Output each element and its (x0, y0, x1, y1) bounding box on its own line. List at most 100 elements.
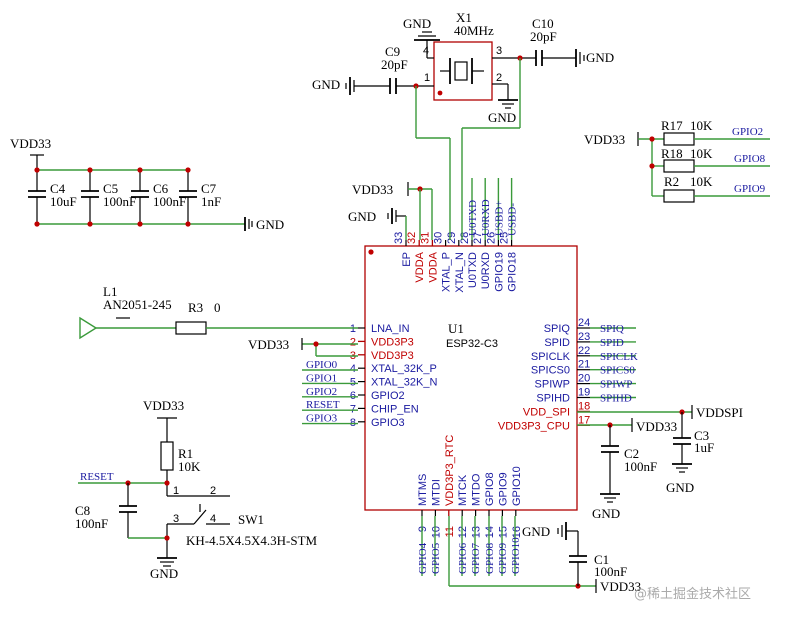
c2-ref: C2 (624, 446, 639, 461)
u1-pin-name-23: SPID (544, 337, 570, 349)
u1-pin-name-27: U0RXD (480, 252, 492, 289)
u1-pin-num-17: 17 (578, 414, 590, 426)
u1-pin-name-8: GPIO3 (371, 417, 405, 429)
u1-pin-num-20: 20 (578, 373, 590, 385)
net-label-spics0: SPICS0 (600, 365, 635, 377)
u1-pin-name-4: XTAL_32K_P (371, 363, 437, 375)
u1-pin-name-12: MTCK (457, 474, 469, 506)
c9-ref: C9 (385, 44, 400, 59)
r1-ref: R1 (178, 446, 193, 461)
u1-pin-name-29: XTAL_N (454, 252, 466, 293)
r18-ref: R18 (661, 146, 683, 161)
crystal-ref: X1 (456, 10, 472, 25)
net-label-gpio10: GPIO10 (510, 537, 522, 574)
gnd-label-c9: GND (312, 77, 340, 92)
u1-pin-num-5: 5 (350, 377, 356, 389)
u1-pin-num-2: 2 (350, 336, 356, 348)
net-label-gpio3: GPIO3 (306, 413, 338, 425)
u1-pin-name-28: U0TXD (467, 252, 479, 288)
gnd-label-c2: GND (592, 506, 620, 521)
antenna-section: L1 AN2051-245 R3 0 (79, 284, 358, 340)
u1-pin-num-9: 9 (417, 526, 429, 532)
sw1-value: KH-4.5X4.5X4.3H-STM (186, 533, 318, 548)
c4-ref: C4 (50, 181, 66, 196)
c3-ref: C3 (694, 428, 709, 443)
vdd33-label-reset: VDD33 (143, 398, 184, 413)
vdd33-label-vdda: VDD33 (352, 182, 393, 197)
c10-value: 20pF (530, 29, 557, 44)
u1-pin-num-29: 29 (446, 232, 458, 244)
net-label-gpio5: GPIO5 (430, 542, 442, 574)
gnd-label-c3: GND (666, 480, 694, 495)
net-label-spid: SPID (600, 337, 624, 349)
vdd33-label-pullups: VDD33 (584, 132, 625, 147)
net-label-gpio9: GPIO9 (497, 542, 509, 574)
u1-pin-num-7: 7 (350, 403, 356, 415)
crystal-pin3: 3 (496, 45, 502, 57)
u1-top-pins: 33EP32VDDA31VDDA30XTAL_P29XTAL_N28U0TXD2… (393, 232, 519, 293)
c10-ref: C10 (532, 16, 554, 31)
u1-pin-num-1: 1 (350, 323, 356, 335)
c5-ref: C5 (103, 181, 118, 196)
crystal-pin1: 1 (424, 72, 430, 84)
u1-pin-num-8: 8 (350, 417, 356, 429)
u1-pin-name-22: SPICLK (531, 351, 571, 363)
net-label-u0rxd: U0RXD (480, 199, 492, 236)
u1-pin-name-13: MTDO (471, 473, 483, 506)
u1-pin-num-4: 4 (350, 363, 356, 375)
c7-ref: C7 (201, 181, 217, 196)
u1-pin-name-24: SPIQ (544, 323, 571, 335)
u1-pin-num-10: 10 (430, 526, 442, 538)
c2-value: 100nF (624, 459, 657, 474)
c5-junction-top (87, 167, 93, 173)
net-label-gpio4: GPIO4 (417, 542, 429, 574)
sw1-pin2: 2 (210, 485, 216, 497)
u1-pin-name-26: GPIO19 (493, 252, 505, 292)
gnd-label-c10: GND (586, 50, 614, 65)
u1-pin-name-15: GPIO9 (497, 472, 509, 506)
sw1-pin4: 4 (210, 513, 216, 525)
antenna-symbol (79, 316, 98, 340)
watermark: @稀土掘金技术社区 (634, 586, 751, 602)
net-gpio2-pullup: GPIO2 (732, 126, 763, 138)
r18-value: 10K (690, 146, 713, 161)
c6-value: 100nF (153, 194, 186, 209)
c7-junction-bottom (185, 221, 191, 227)
r2-ref: R2 (664, 174, 679, 189)
c4-junction-bottom (34, 221, 40, 227)
u1-pin-num-13: 13 (471, 526, 483, 538)
reset-section: VDD33 R1 10K RESET C8 100nF 1 2 3 4 GND … (75, 398, 318, 581)
gnd-label-c1: GND (522, 524, 550, 539)
c8-ref: C8 (75, 503, 90, 518)
c1-ref: C1 (594, 552, 609, 567)
net-label-reset: RESET (306, 399, 340, 411)
u1-pin-num-33: 33 (393, 232, 405, 244)
c6-junction-bottom (137, 221, 143, 227)
net-label-gpio0: GPIO0 (306, 359, 338, 371)
r2 (663, 189, 695, 203)
u1-pin-num-23: 23 (578, 331, 590, 343)
r1 (160, 441, 174, 471)
c5-junction-bottom (87, 221, 93, 227)
gnd-label-caps: GND (256, 217, 284, 232)
sw1-pin1: 1 (173, 485, 179, 497)
r3-ref: R3 (188, 300, 203, 315)
net-label-spiwp: SPIWP (600, 379, 632, 391)
crystal-value: 40MHz (454, 23, 494, 38)
u1-pin-name-1: LNA_IN (371, 323, 410, 335)
c7-junction-top (185, 167, 191, 173)
net-label-u0txd: U0TXD (467, 200, 479, 236)
u1-pin-num-18: 18 (578, 400, 590, 412)
c6-ref: C6 (153, 181, 169, 196)
net-label-gpio6: GPIO6 (457, 542, 469, 574)
net-reset-label: RESET (80, 471, 114, 483)
c4-value: 10uF (50, 194, 77, 209)
c1-value: 100nF (594, 564, 627, 579)
crystal-body (433, 41, 493, 101)
u1-body (364, 245, 578, 511)
net-gpio8-pullup: GPIO8 (734, 153, 766, 165)
crystal-pin2: 2 (496, 72, 502, 84)
